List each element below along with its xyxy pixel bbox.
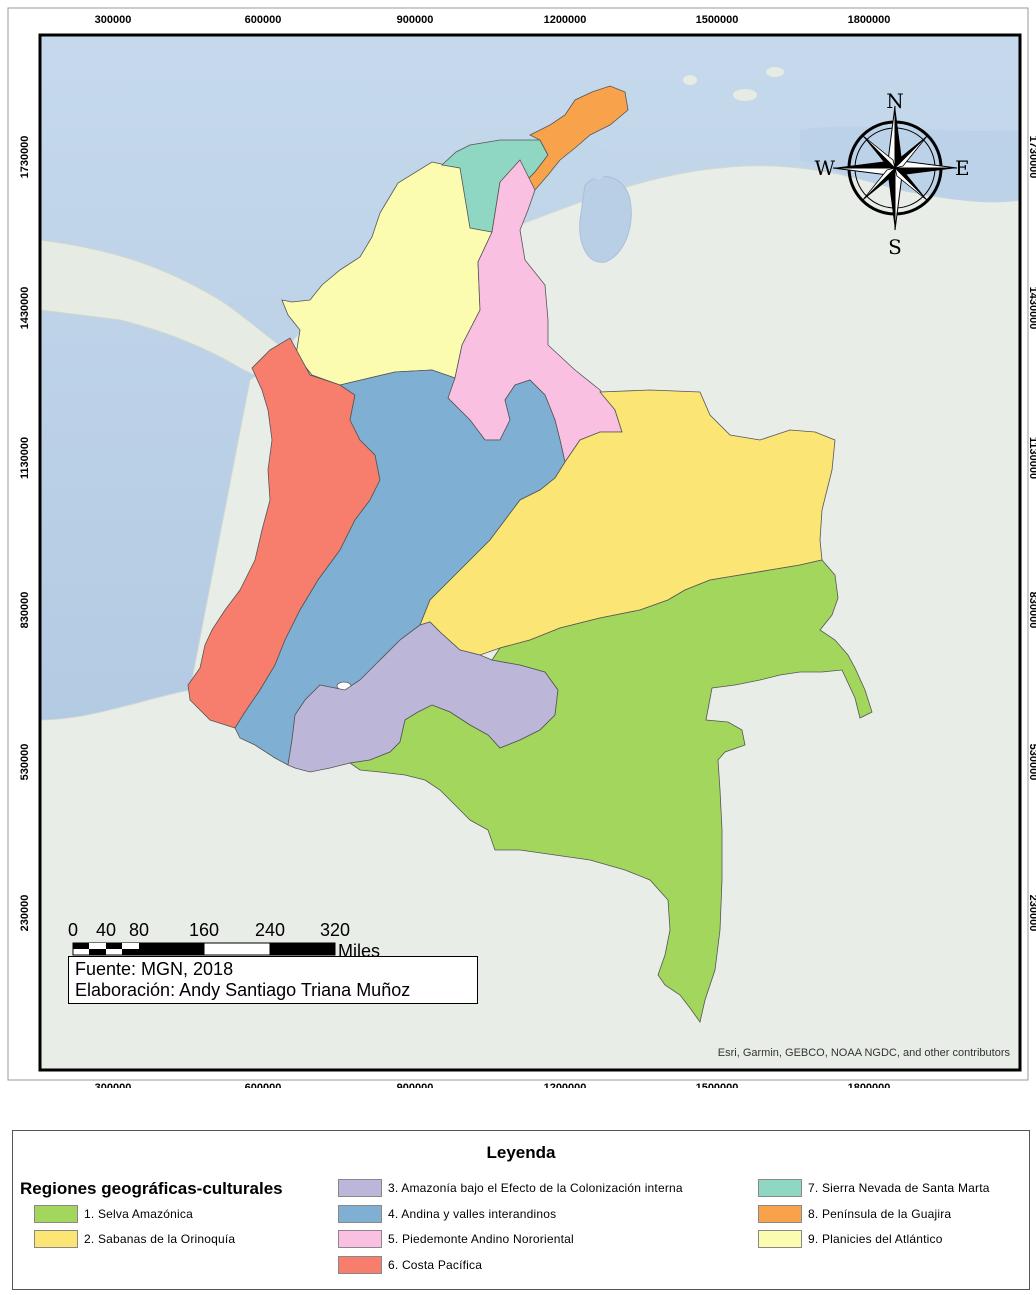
left-tick-label: 830000	[19, 592, 31, 629]
legend-panel: Leyenda Regiones geográficas-culturales …	[12, 1130, 1030, 1290]
legend-swatch	[338, 1230, 382, 1248]
map-canvas[interactable]: 300000 600000 900000 1200000 1500000 180…	[0, 0, 1036, 1088]
left-tick-label: 1430000	[19, 287, 31, 330]
left-tick-labels: 1730000 1430000 1130000 830000 530000 23…	[19, 136, 31, 932]
legend-swatch	[758, 1230, 802, 1248]
legend-item-selva-amazonica: 1. Selva Amazónica	[34, 1204, 193, 1224]
top-tick-label: 600000	[245, 14, 282, 26]
bottom-tick-label: 1200000	[544, 1082, 587, 1088]
legend-label: 4. Andina y valles interandinos	[388, 1207, 557, 1221]
scale-label: 160	[189, 920, 219, 940]
island-hint	[766, 67, 784, 77]
region-guajira[interactable]	[524, 85, 629, 191]
legend-swatch	[758, 1205, 802, 1223]
legend-item-andina: 4. Andina y valles interandinos	[338, 1204, 556, 1224]
right-tick-label: 230000	[1027, 895, 1036, 932]
bottom-tick-label: 1500000	[696, 1082, 739, 1088]
legend-subtitle: Regiones geográficas-culturales	[20, 1179, 283, 1198]
legend-label: 2. Sabanas de la Orinoquía	[84, 1232, 236, 1246]
compass-east-label: E	[955, 156, 970, 180]
legend-item-sierra-nevada: 7. Sierra Nevada de Santa Marta	[758, 1178, 990, 1198]
top-tick-label: 300000	[95, 14, 132, 26]
legend-swatch	[34, 1205, 78, 1223]
left-tick-label: 1130000	[19, 437, 31, 479]
bottom-tick-label: 600000	[245, 1082, 282, 1088]
bottom-tick-label: 1800000	[848, 1082, 891, 1088]
legend-label: 8. Península de la Guajira	[808, 1207, 952, 1221]
top-tick-labels: 300000 600000 900000 1200000 1500000 180…	[95, 14, 891, 26]
legend-label: 9. Planicies del Atlántico	[808, 1232, 943, 1246]
map-frame: 300000 600000 900000 1200000 1500000 180…	[0, 0, 1036, 1088]
top-tick-label: 900000	[397, 14, 434, 26]
compass-south-label: S	[888, 235, 902, 259]
legend-item-costa-pacifica: 6. Costa Pacífica	[338, 1255, 482, 1275]
legend-item-amazonia-colonizacion: 3. Amazonía bajo el Efecto de la Coloniz…	[338, 1178, 683, 1198]
left-tick-label: 1730000	[19, 136, 31, 179]
scale-label: 320	[320, 920, 350, 940]
scale-label: 0	[68, 920, 78, 940]
source-box: Fuente: MGN, 2018 Elaboración: Andy Sant…	[68, 956, 478, 1004]
right-tick-label: 1130000	[1027, 437, 1036, 479]
legend-label: 1. Selva Amazónica	[84, 1207, 193, 1221]
top-tick-label: 1800000	[848, 14, 891, 26]
legend-title: Leyenda	[486, 1143, 556, 1162]
compass-west-label: W	[814, 156, 835, 180]
legend-item-planicies-atlantico: 9. Planicies del Atlántico	[758, 1229, 943, 1249]
legend-swatch	[338, 1205, 382, 1223]
left-tick-label: 530000	[19, 744, 31, 781]
author-line: Elaboración: Andy Santiago Triana Muñoz	[75, 980, 411, 1000]
map-attribution: Esri, Garmin, GEBCO, NOAA NGDC, and othe…	[718, 1047, 1011, 1059]
legend-label: 3. Amazonía bajo el Efecto de la Coloniz…	[388, 1181, 683, 1195]
legend-item-piedemonte: 5. Piedemonte Andino Nororiental	[338, 1229, 574, 1249]
legend-label: 5. Piedemonte Andino Nororiental	[388, 1232, 574, 1246]
legend-item-guajira: 8. Península de la Guajira	[758, 1204, 951, 1224]
region-selva-amazonica[interactable]	[348, 559, 873, 1023]
scale-label: 240	[255, 920, 285, 940]
island-hint	[733, 89, 757, 101]
scale-label: 40	[96, 920, 116, 940]
bottom-tick-label: 300000	[95, 1082, 132, 1088]
island-hint	[683, 75, 697, 85]
right-tick-labels: 1730000 1430000 1130000 830000 530000 23…	[1027, 136, 1036, 932]
source-line: Fuente: MGN, 2018	[75, 959, 234, 979]
top-tick-label: 1500000	[696, 14, 739, 26]
legend-label: 6. Costa Pacífica	[388, 1258, 483, 1272]
top-tick-label: 1200000	[544, 14, 587, 26]
legend-item-sabanas-orinoquia: 2. Sabanas de la Orinoquía	[34, 1229, 235, 1249]
right-tick-label: 530000	[1027, 744, 1036, 781]
compass-rose-icon: N S E W	[814, 89, 969, 259]
map-neatline	[38, 33, 1022, 1072]
compass-north-label: N	[886, 89, 904, 113]
legend-swatch	[338, 1179, 382, 1197]
right-tick-label: 1730000	[1027, 136, 1036, 179]
left-tick-label: 230000	[19, 895, 31, 932]
right-tick-label: 830000	[1027, 592, 1036, 629]
bottom-tick-label: 900000	[397, 1082, 434, 1088]
legend-label: 7. Sierra Nevada de Santa Marta	[808, 1181, 990, 1195]
scale-bar: 0 40 80 160 240 320 Miles	[68, 920, 380, 961]
right-tick-label: 1430000	[1027, 287, 1036, 330]
bottom-tick-labels: 300000 600000 900000 1200000 1500000 180…	[95, 1082, 891, 1088]
scale-label: 80	[129, 920, 149, 940]
legend-swatch	[758, 1179, 802, 1197]
legend-swatch	[338, 1256, 382, 1274]
legend-swatch	[34, 1230, 78, 1248]
lake-maracaibo	[579, 176, 632, 263]
